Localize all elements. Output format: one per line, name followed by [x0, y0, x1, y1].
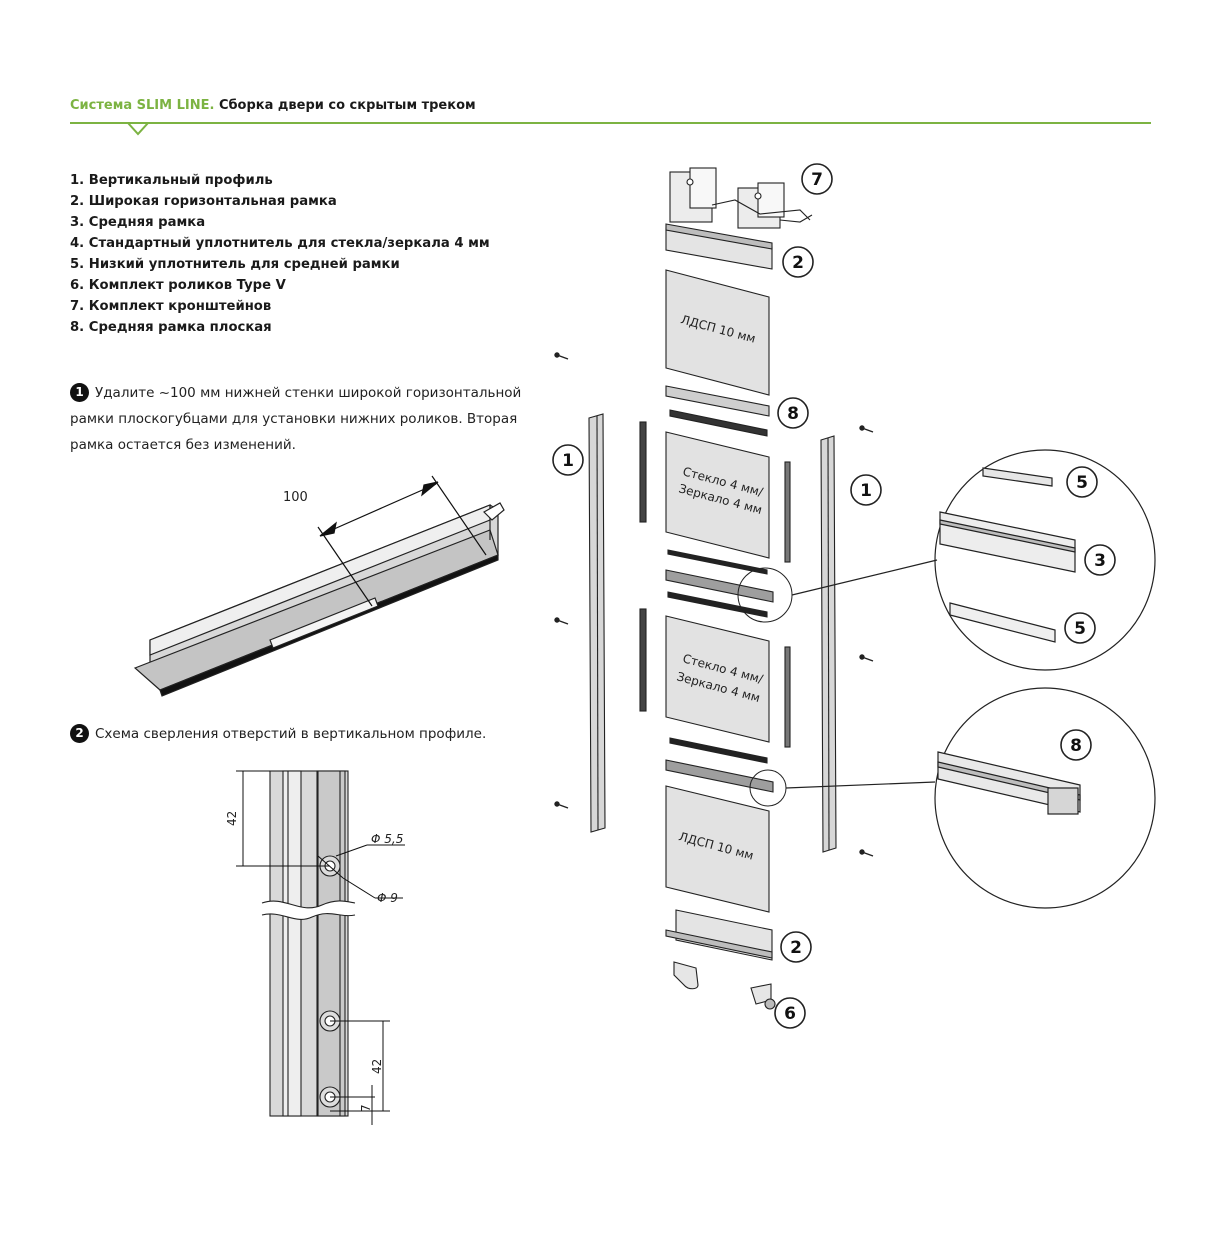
parts-list-item: 7. Комплект кронштейнов [70, 299, 272, 314]
callout-bracket-kit: 7 [811, 170, 823, 190]
step-2-dimensions [236, 770, 405, 1125]
step-2-profile-drawing [261, 770, 356, 1117]
detail-flat-frame [785, 687, 1156, 909]
hole-diameter-small: Φ 5,5 [371, 832, 403, 846]
glass-panel-upper [639, 421, 791, 563]
callout-wide-frame-bottom: 2 [790, 938, 802, 958]
callout-flat-middle-frame: 8 [787, 404, 799, 424]
callout-vertical-profile-left: 1 [562, 451, 574, 471]
callout-rollers: 6 [784, 1004, 796, 1024]
dimension-100 [317, 475, 487, 607]
flat-middle-frame-lower [665, 737, 787, 807]
page-title: Сборка двери со скрытым треком [218, 98, 476, 113]
callout-circles [552, 163, 1116, 1029]
step-1-text: Удалите ~100 мм нижней стенки широкой го… [70, 385, 522, 453]
dimension-7: 7 [359, 1104, 373, 1112]
callout-detail-flat-frame: 8 [1070, 736, 1082, 756]
step-2-text: Схема сверления отверстий в вертикальном… [95, 726, 487, 742]
step-1-frame-illustration [133, 502, 505, 697]
roller-kit [673, 961, 776, 1010]
chipboard-panel-top [665, 269, 770, 396]
dimension-42-top: 42 [225, 811, 239, 826]
step-2-badge: 2 [70, 724, 89, 743]
chipboard-panel-bottom [665, 785, 770, 913]
detail-middle-frame [791, 449, 1156, 671]
vertical-profile-right [820, 435, 837, 853]
callout-vertical-profile-right: 1 [860, 481, 872, 501]
system-name: Система SLIM LINE. [70, 98, 215, 113]
dimension-42-bottom: 42 [370, 1059, 384, 1074]
parts-list-item: 8. Средняя рамка плоская [70, 320, 272, 335]
glass-panel-lower [639, 608, 791, 748]
callout-detail-seal-top: 5 [1076, 473, 1088, 493]
parts-list-item: 6. Комплект роликов Type V [70, 278, 286, 293]
callout-wide-frame-top: 2 [792, 253, 804, 273]
screws [554, 352, 874, 857]
parts-list-item: 1. Вертикальный профиль [70, 173, 273, 188]
step-1-badge: 1 [70, 383, 89, 402]
hole-diameter-large: Φ 9 [377, 891, 398, 905]
dimension-100-label: 100 [283, 490, 308, 505]
callout-detail-seal-bottom: 5 [1074, 619, 1086, 639]
header-rule [70, 122, 1151, 124]
parts-list: 1. Вертикальный профиль 2. Широкая гориз… [70, 170, 490, 338]
bracket-kit [669, 167, 813, 229]
wide-horizontal-frame-bottom [665, 909, 773, 961]
wide-horizontal-frame-top [665, 223, 773, 270]
callout-detail-middle-frame: 3 [1094, 551, 1106, 571]
parts-list-item: 3. Средняя рамка [70, 215, 206, 230]
middle-frame-assembly [665, 549, 793, 623]
parts-list-item: 2. Широкая горизонтальная рамка [70, 194, 337, 209]
vertical-profile-left [588, 413, 606, 833]
parts-list-item: 4. Стандартный уплотнитель для стекла/зе… [70, 236, 490, 251]
parts-list-item: 5. Низкий уплотнитель для средней рамки [70, 257, 400, 272]
page-header: Система SLIM LINE. Сборка двери со скрыт… [70, 98, 476, 113]
step-2-instruction: 2 Схема сверления отверстий в вертикально… [70, 721, 570, 747]
flat-middle-frame [665, 385, 770, 437]
